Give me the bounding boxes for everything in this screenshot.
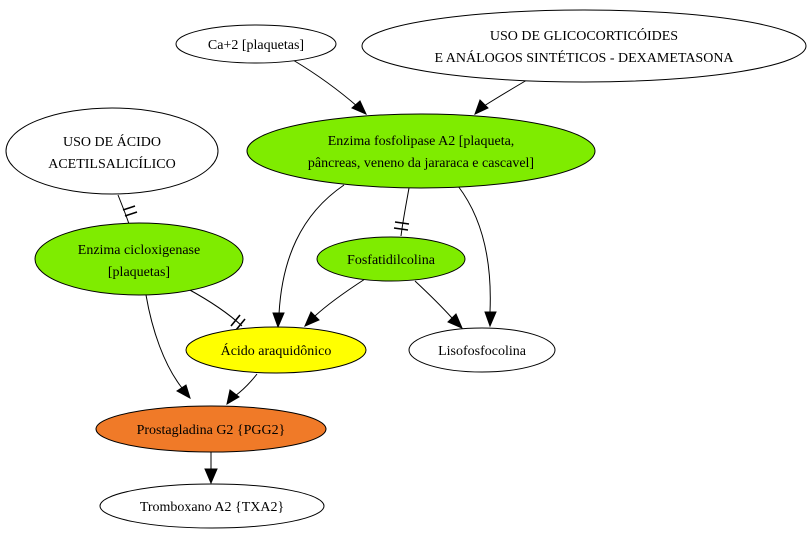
- node-aas-line1: USO DE ÁCIDO: [63, 133, 161, 150]
- edge-acido-to-pgg2: [226, 373, 258, 406]
- edge-ca-to-pla2: [292, 59, 367, 115]
- node-aas: USO DE ÁCIDO ACETILSALICÍLICO: [5, 107, 219, 195]
- node-aas-shape: [5, 107, 219, 195]
- node-fosf-label: Fosfatidilcolina: [347, 253, 436, 268]
- node-liso: Lisofosfocolina: [408, 327, 556, 373]
- inhibition-mark: [394, 221, 410, 225]
- node-cox: Enzima cicloxigenase [plaquetas]: [34, 222, 244, 296]
- node-fosf: Fosfatidilcolina: [316, 236, 466, 282]
- node-gluco-line1: USO DE GLICOCORTICÓIDES: [490, 27, 678, 44]
- node-pgg2-shape: [95, 405, 327, 453]
- node-gluco-line2: E ANÁLOGOS SINTÉTICOS - DEXAMETASONA: [434, 49, 734, 66]
- node-liso-shape: [408, 327, 556, 373]
- node-ca-shape: [175, 24, 337, 64]
- edge-fosf-to-acido: [304, 278, 366, 327]
- inhibition-mark: [235, 318, 246, 331]
- edge-aas-inhibits-cox: [117, 194, 138, 225]
- edge-fosf-to-liso: [414, 280, 463, 329]
- node-pla2-line1: Enzima fosfolipase A2 [plaqueta,: [328, 134, 515, 149]
- node-txa2-label: Tromboxano A2 {TXA2}: [140, 500, 284, 515]
- node-acido-shape: [185, 326, 367, 374]
- edge-pla2-to-liso: [457, 185, 497, 328]
- node-cox-line1: Enzima cicloxigenase: [78, 243, 200, 258]
- node-cox-shape: [34, 222, 244, 296]
- node-ca: Ca+2 [plaquetas]: [175, 24, 337, 64]
- node-cox-line2: [plaquetas]: [108, 265, 170, 280]
- edge-gluco-to-pla2: [474, 79, 528, 115]
- node-aas-line2: ACETILSALICÍLICO: [48, 155, 176, 172]
- node-ca-label: Ca+2 [plaquetas]: [208, 38, 304, 53]
- edge-cox-to-pgg2: [145, 294, 191, 400]
- edge-pla2-inhibits-fosf: [393, 187, 410, 237]
- node-fosf-shape: [316, 236, 466, 282]
- edge-cox-inhibits-acido: [187, 288, 246, 331]
- node-acido-label: Ácido araquidônico: [221, 342, 332, 359]
- node-pgg2-label: Prostagladina G2 {PGG2}: [137, 423, 286, 438]
- node-gluco-shape: [361, 9, 807, 83]
- node-acido: Ácido araquidônico: [185, 326, 367, 374]
- node-txa2: Tromboxano A2 {TXA2}: [99, 483, 325, 529]
- edge-pla2-to-acido: [272, 184, 345, 329]
- node-pla2-line2: pâncreas, veneno da jararaca e cascavel]: [308, 156, 534, 171]
- node-gluco: USO DE GLICOCORTICÓIDES E ANÁLOGOS SINTÉ…: [361, 9, 807, 83]
- node-pgg2: Prostagladina G2 {PGG2}: [95, 405, 327, 453]
- edge-pgg2-to-txa2: [204, 452, 218, 485]
- inhibition-mark: [393, 227, 409, 231]
- inhibition-mark: [122, 205, 136, 211]
- inhibition-mark: [230, 314, 241, 327]
- inhibition-mark: [124, 211, 138, 217]
- node-pla2: Enzima fosfolipase A2 [plaqueta, pâncrea…: [246, 113, 596, 189]
- node-pla2-shape: [246, 113, 596, 189]
- node-txa2-shape: [99, 483, 325, 529]
- node-liso-label: Lisofosfocolina: [438, 344, 527, 359]
